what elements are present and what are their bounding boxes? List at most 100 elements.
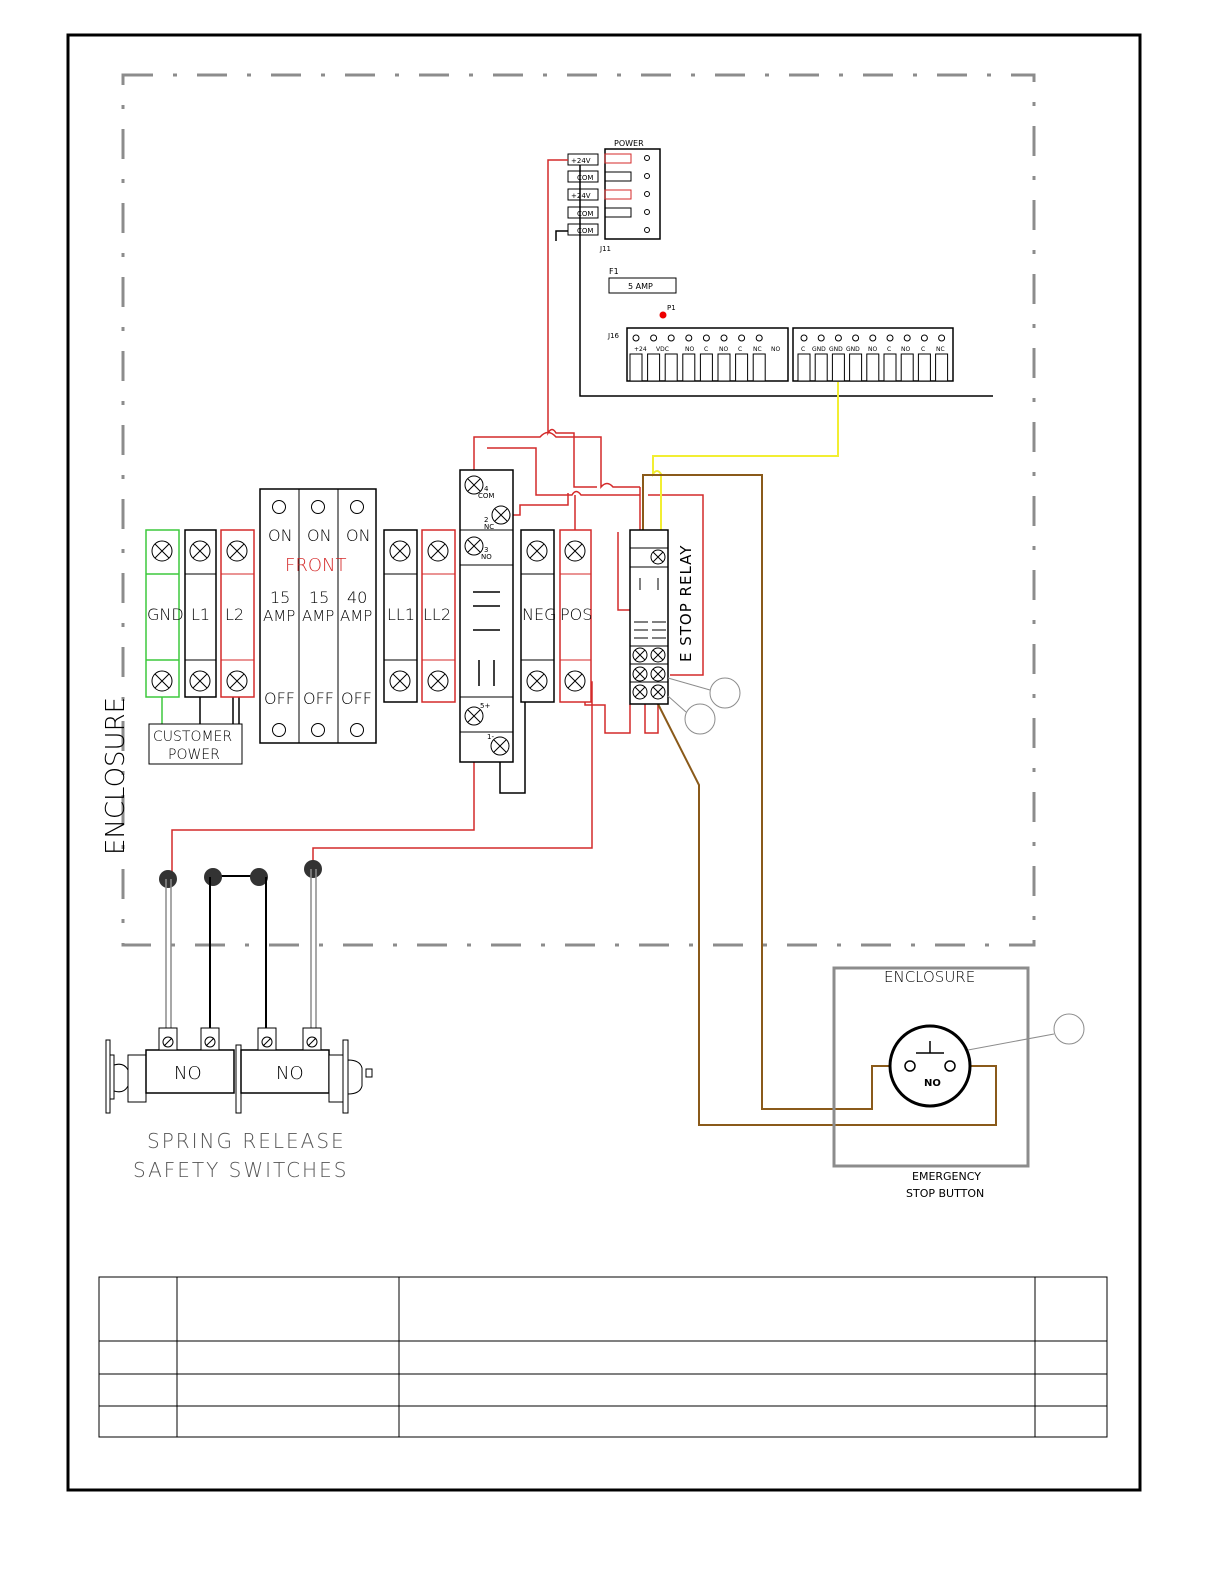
terminal-label-ll2: LL2	[423, 605, 451, 624]
j16-pin-hole	[738, 334, 746, 342]
wire-brown	[642, 474, 910, 1110]
callout-leader	[667, 677, 711, 691]
j16-pin-hole	[702, 334, 710, 342]
estop-contact-label: NO	[924, 1078, 941, 1089]
fuse-label: 5 AMP	[628, 282, 653, 291]
page-frame	[66, 33, 1142, 1492]
j16-pin-block	[900, 353, 914, 382]
j16-right-pin-label: NO	[901, 346, 910, 353]
j16-pin-block	[717, 353, 731, 382]
breaker-unit: AMP	[263, 607, 295, 625]
wires	[161, 159, 997, 1126]
wire-red	[648, 494, 704, 676]
psu-terminal-label: NC	[484, 523, 494, 531]
power-pin-2: COM	[567, 170, 650, 183]
power-pin-label: COM	[577, 227, 593, 235]
j16-pin-block	[699, 353, 713, 382]
psu-terminal-label: 5+	[480, 702, 490, 710]
breaker-unit: AMP	[302, 607, 334, 625]
terminal-label-pos: POS	[560, 605, 592, 624]
breaker-rating: 15	[309, 588, 329, 607]
wire-red	[512, 493, 569, 516]
j16-right-pin-label: NO	[868, 346, 877, 353]
wire-red	[171, 730, 475, 873]
breaker-rating: 15	[270, 588, 290, 607]
wire-red	[644, 704, 659, 734]
board-outline	[579, 165, 993, 397]
j16-pin-hole	[720, 334, 728, 342]
j16-right-labels: C GND GND GND NO C NO C NC	[801, 346, 945, 353]
power-connector-j11: POWER +24V COM +24V COM COM	[567, 139, 661, 253]
wire-junction	[204, 868, 222, 886]
callout-leader	[667, 695, 687, 713]
j16-pin-block	[849, 353, 863, 382]
j16-pin-block	[917, 353, 931, 382]
wire-junction	[304, 860, 322, 878]
terminal-label-l1: L1	[191, 605, 210, 624]
breaker-rating: 40	[347, 588, 367, 607]
j16-pin-hole	[650, 334, 658, 342]
estop-button-icon	[888, 1024, 972, 1108]
wire-red	[473, 431, 640, 490]
psu-terminal-label: 1-	[487, 733, 494, 741]
j16-left-pin-label: NC	[753, 346, 762, 353]
j16-pin-block	[682, 353, 696, 382]
j16-right-pin-label: GND	[829, 346, 843, 353]
terminal-label-neg: NEG	[522, 605, 556, 624]
wire-red	[487, 447, 640, 496]
j16-left-pin-label: NO	[719, 346, 728, 353]
power-pin-label: COM	[577, 210, 593, 218]
wire-brown	[657, 703, 997, 1126]
breaker-off-label: OFF	[303, 689, 334, 708]
j16-right-pin-label: GND	[812, 346, 826, 353]
power-pin-4: COM	[567, 206, 650, 219]
j16-pin-hole	[632, 334, 640, 342]
switches-caption-line1: SPRING RELEASE	[147, 1129, 346, 1153]
terminal-l2: L2	[220, 529, 255, 698]
j16-pin-hole	[903, 334, 911, 342]
estop-enclosure: ENCLOSURE NO EMERGENCY STOP BUTTON	[832, 966, 1085, 1200]
customer-power-line1: CUSTOMER	[153, 729, 232, 745]
callout-circle	[709, 677, 741, 709]
j16-pin-block	[752, 353, 766, 382]
psu-terminal-label: 2	[484, 516, 488, 524]
j16-pin-block	[647, 353, 661, 382]
breaker-on-label: ON	[346, 526, 371, 545]
j16-left-pin-label: C	[704, 346, 708, 353]
breaker-on-label: ON	[307, 526, 332, 545]
psu-terminal-label: COM	[478, 492, 494, 500]
breaker-on-label: ON	[268, 526, 293, 545]
psu-terminal-label: NO	[481, 553, 492, 561]
connector-j16: J16 +24 VDC NO C NO C NC NO C GND GND GN…	[607, 327, 954, 382]
j16-pin-hole	[869, 334, 877, 342]
j16-pin-block	[629, 353, 643, 382]
j16-pins	[629, 334, 949, 382]
j16-pin-hole	[852, 334, 860, 342]
breaker-off-label: OFF	[341, 689, 372, 708]
power-supply: 4 COM 2 NC 3 NO 5+ 1-	[459, 469, 514, 763]
terminal-neg: NEG	[520, 529, 556, 703]
terminal-gnd: GND	[145, 529, 184, 698]
estop-relay-label: E STOP RELAY	[677, 545, 695, 662]
wire-black	[232, 697, 240, 724]
power-pin-label: COM	[577, 174, 593, 182]
power-pin-label: +24V	[571, 157, 591, 165]
power-pin-label: +24V	[571, 192, 591, 200]
j16-ref: J16	[607, 332, 620, 340]
switch-contact-label: NO	[276, 1063, 304, 1084]
wire-gray	[310, 869, 317, 1030]
switches-caption-line2: SAFETY SWITCHES	[133, 1158, 348, 1182]
power-connector-ref: J11	[599, 245, 611, 253]
wire-gray	[165, 879, 172, 1030]
j16-left-pin-label: NO	[685, 346, 694, 353]
breaker-unit: AMP	[340, 607, 372, 625]
enclosure-label: ENCLOSURE	[101, 697, 131, 855]
estop-relay: E STOP RELAY	[629, 529, 695, 705]
j16-pin-block	[664, 353, 678, 382]
wire-yellow	[652, 382, 839, 555]
callout-leader	[967, 1033, 1055, 1051]
j16-pin-block	[735, 353, 749, 382]
breaker-off-label: OFF	[264, 689, 295, 708]
wire-junction	[159, 870, 177, 888]
j16-pin-block	[883, 353, 897, 382]
